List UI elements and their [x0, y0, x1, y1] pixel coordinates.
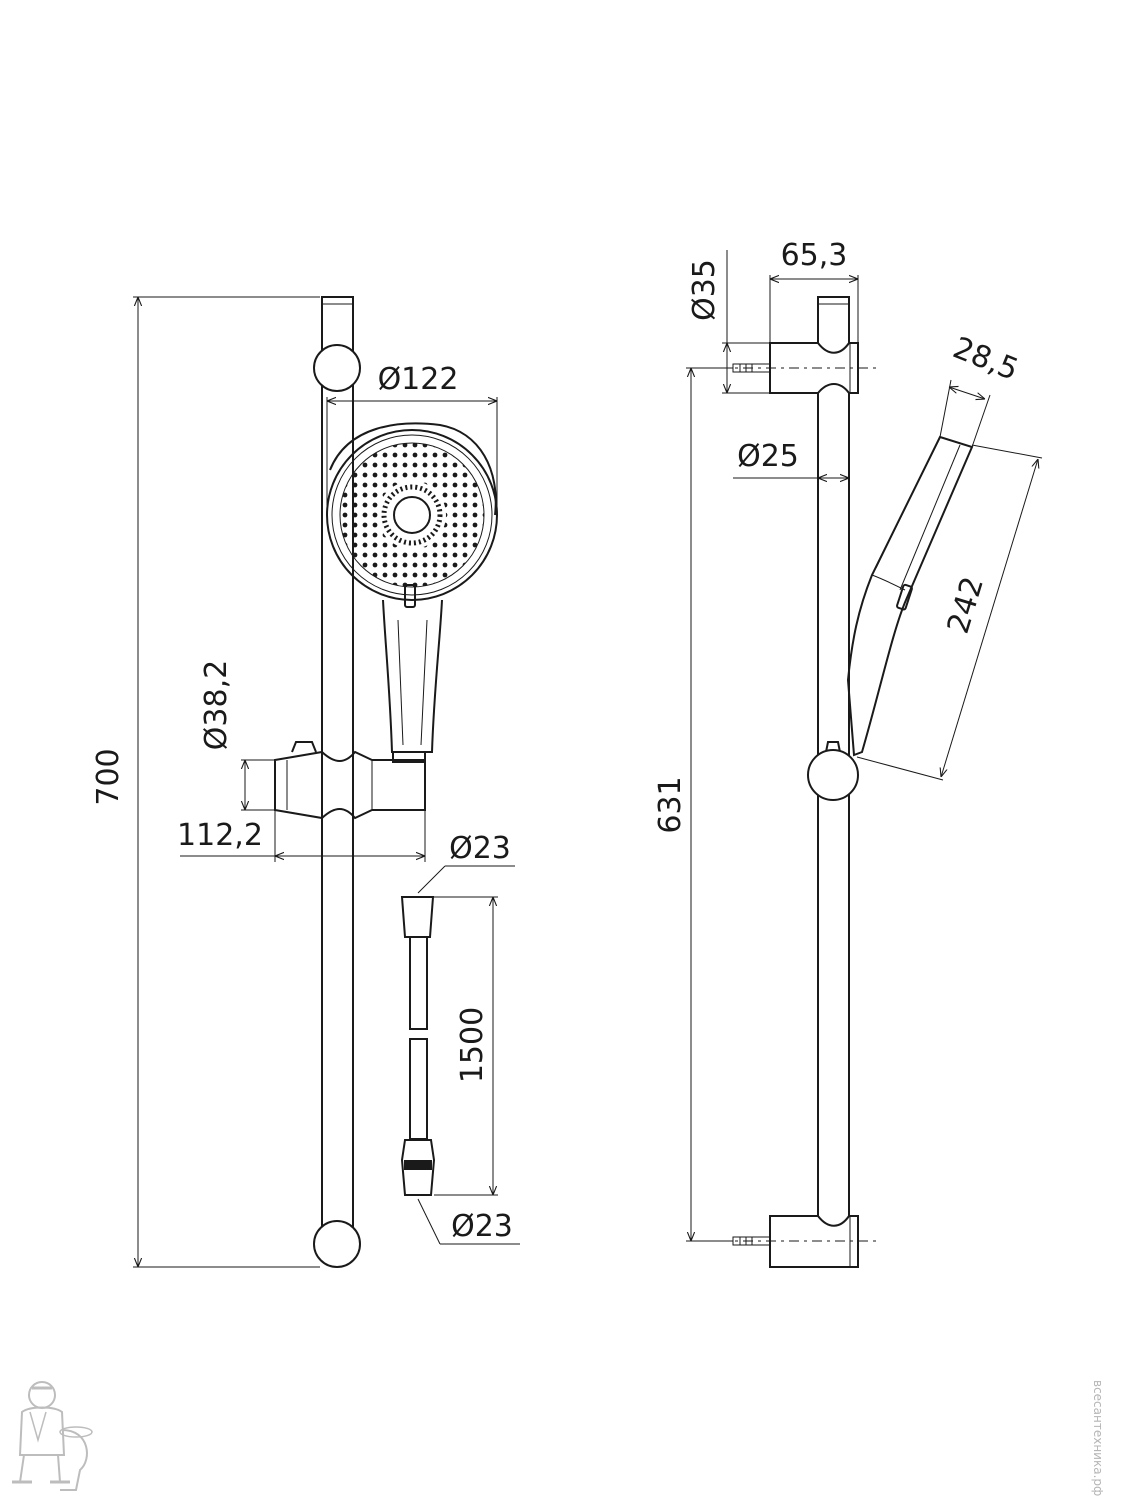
bracket-width-label: 65,3	[781, 238, 848, 273]
hose-top-diameter-label: Ø23	[449, 831, 511, 866]
side-top-bracket	[720, 342, 880, 394]
total-height-label: 700	[91, 748, 126, 805]
hose-bottom-diameter-label: Ø23	[451, 1209, 513, 1244]
dim-handset-length: 242	[856, 444, 1043, 781]
dim-hose-top-diameter: Ø23	[417, 831, 515, 894]
plumber-logo	[12, 1381, 93, 1491]
shower-hose	[400, 896, 436, 1196]
side-view: 65,3 Ø35 Ø25 28,5 242	[653, 238, 1043, 1268]
hand-shower-head	[326, 422, 498, 763]
dim-bracket-width: 65,3	[769, 238, 859, 343]
dim-total-height: 700	[91, 296, 320, 1268]
dim-bar-diameter: Ø25	[733, 439, 849, 478]
sliding-holder	[274, 741, 426, 820]
head-thickness-label: 28,5	[948, 330, 1023, 387]
holder-diameter-label: Ø38,2	[199, 660, 234, 750]
dim-hose-bottom-diameter: Ø23	[417, 1198, 520, 1245]
bracket-diameter-label: Ø35	[687, 259, 722, 321]
dim-bracket-spacing: 631	[653, 367, 733, 1242]
watermark: всесантехника.рф	[1091, 1380, 1105, 1497]
dim-head-thickness: 28,5	[939, 330, 1023, 448]
side-holder	[807, 741, 859, 801]
dim-holder-diameter: Ø38,2	[199, 660, 275, 811]
front-view: 700 Ø122 Ø38,2 112,2 Ø23	[91, 296, 520, 1268]
bar-diameter-label: Ø25	[737, 439, 799, 474]
holder-width-label: 112,2	[177, 818, 263, 853]
bottom-wall-bracket	[313, 1220, 361, 1268]
dim-holder-width: 112,2	[177, 810, 426, 862]
top-wall-bracket	[313, 344, 361, 392]
handset-length-label: 242	[941, 573, 991, 638]
hose-length-label: 1500	[455, 1007, 490, 1083]
side-bottom-bracket	[720, 1215, 880, 1268]
dim-hose-length: 1500	[433, 896, 498, 1196]
dim-head-diameter: Ø122	[326, 362, 498, 510]
head-diameter-label: Ø122	[378, 362, 459, 397]
dim-bracket-diameter: Ø35	[687, 250, 770, 394]
shower-handle	[382, 599, 443, 753]
bracket-spacing-label: 631	[653, 776, 688, 833]
